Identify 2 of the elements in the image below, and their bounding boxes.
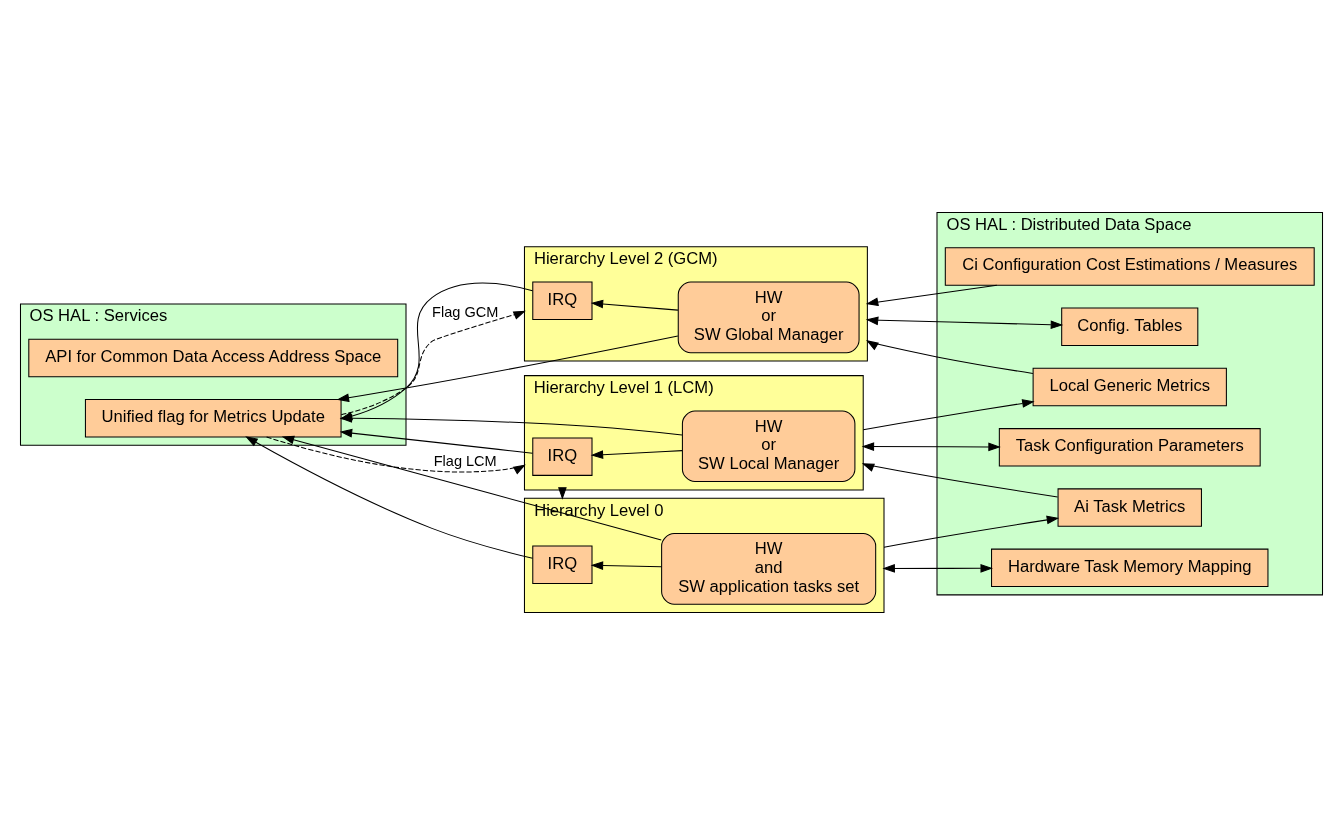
edge-label: Flag LCM xyxy=(433,453,497,470)
edge-label: Flag GCM xyxy=(432,303,499,320)
